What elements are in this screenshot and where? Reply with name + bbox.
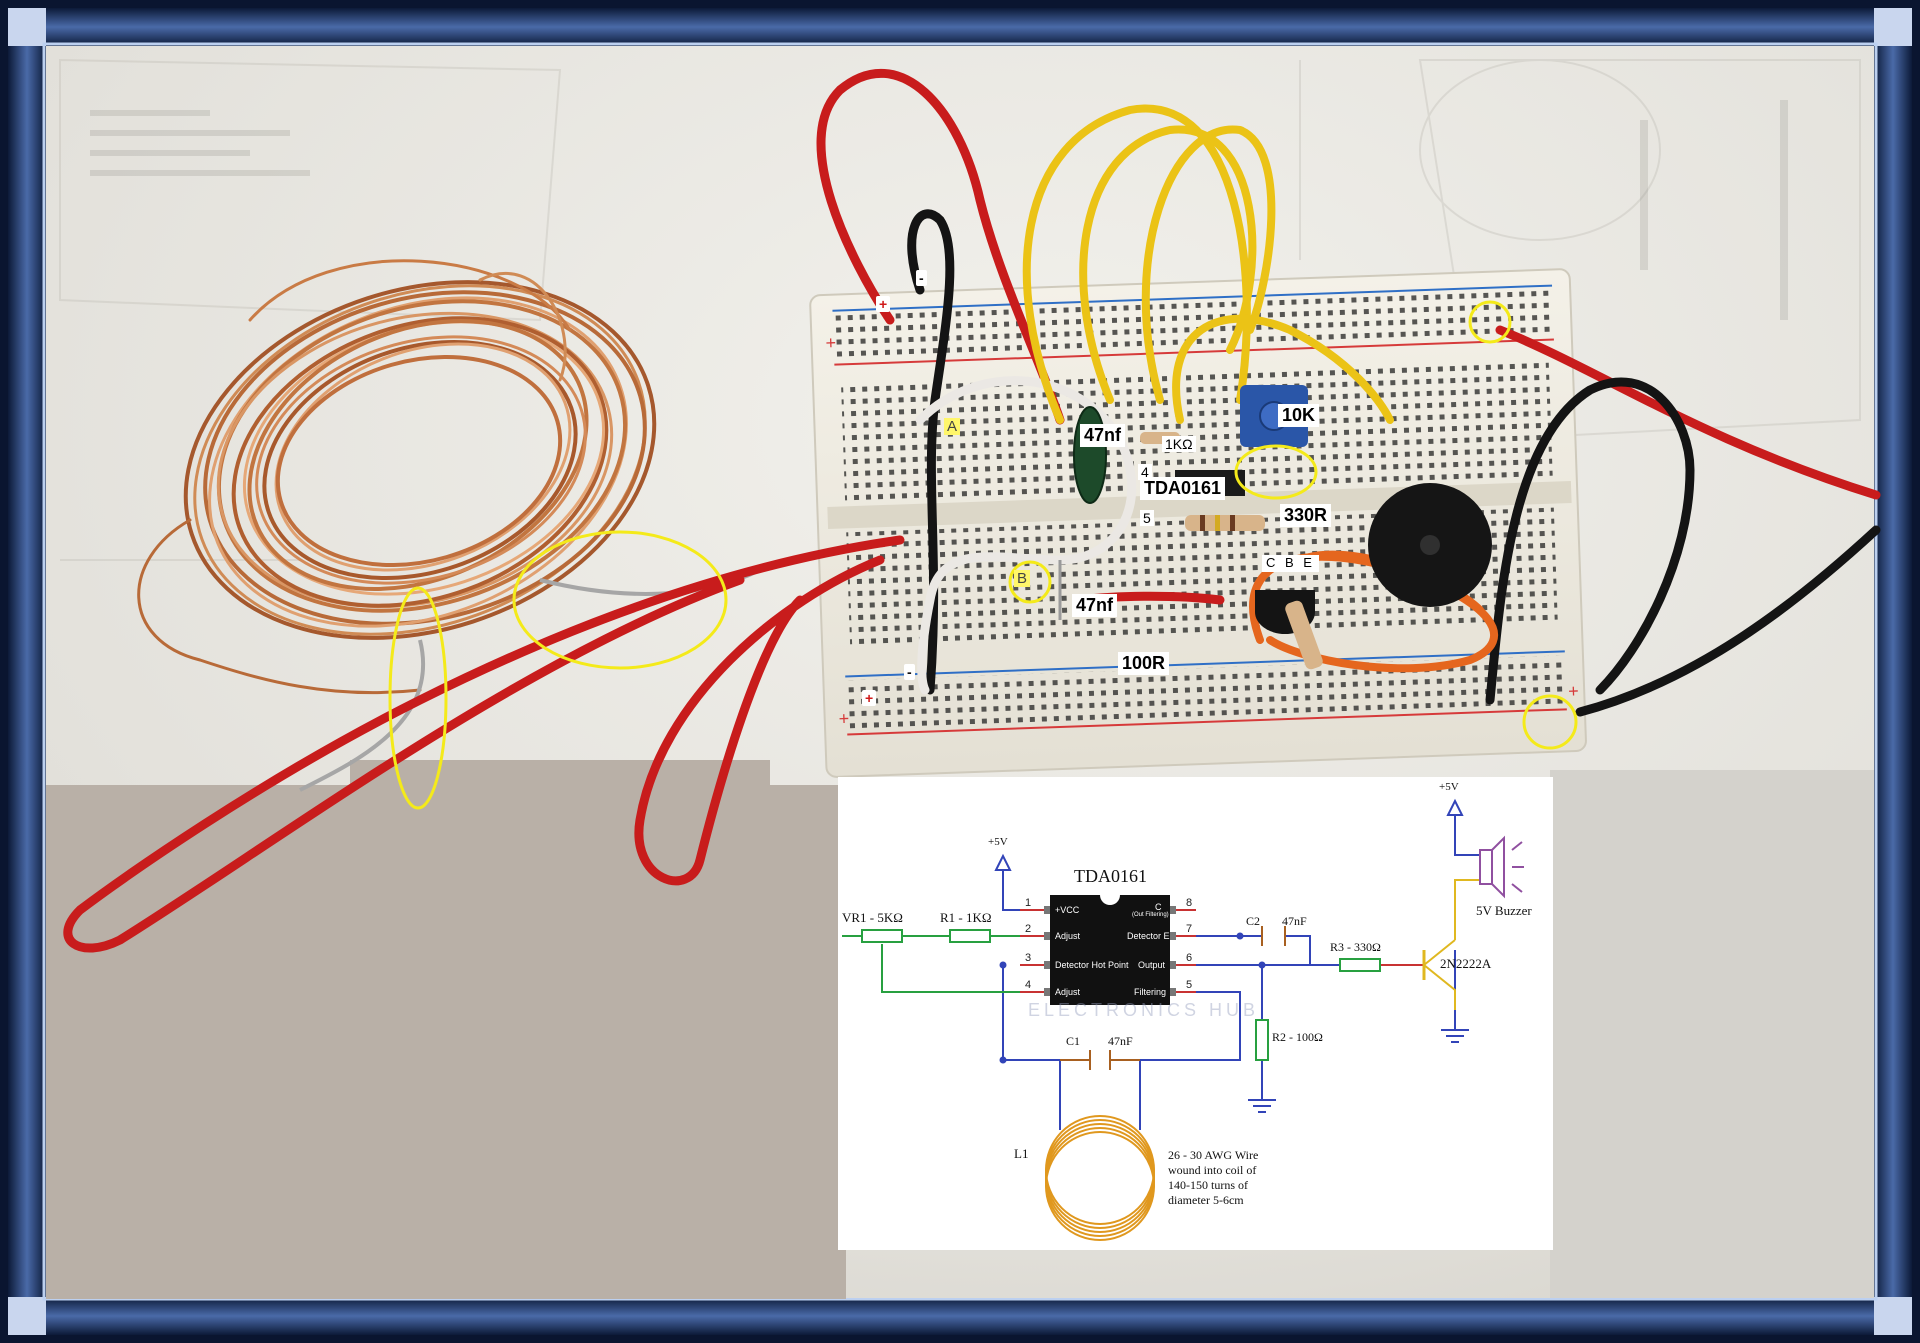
frame-corner-bl [8, 1297, 46, 1335]
faint-paper-text [90, 100, 1788, 320]
schematic-coil-note-3: 140-150 turns of [1168, 1178, 1248, 1192]
schematic-watermark: ELECTRONICS HUB [1028, 1000, 1260, 1020]
label-resistor-1k: 1KΩ [1162, 436, 1196, 453]
label-capacitor-bottom: 47nf [1072, 594, 1118, 617]
coil-symbol [1045, 1115, 1155, 1241]
grey-mask-right [1550, 770, 1874, 1298]
pin-number-5: 5 [1186, 979, 1193, 991]
label-plus-top: + [876, 296, 891, 313]
schematic-components [861, 798, 1524, 1070]
frame-bar-top [8, 8, 1912, 46]
pin-name-1: +VCC [1055, 905, 1080, 915]
c2-symbol [1261, 926, 1286, 946]
ic-pins [1044, 906, 1176, 996]
pin-name-7: Detector E [1127, 931, 1170, 941]
schematic-vr1-label: VR1 - 5KΩ [842, 910, 903, 925]
schematic-c2-label: C2 [1246, 914, 1261, 928]
black-wires [907, 209, 1881, 717]
frame-bar-bottom [8, 1297, 1912, 1335]
label-potentiometer-10k: 10K [1278, 404, 1320, 427]
schematic-panel [838, 777, 1553, 1250]
buzzer-symbol [1479, 849, 1493, 885]
frame-corner-tr [1874, 8, 1912, 46]
ic-pin-wires [1020, 909, 1196, 993]
schematic-r1-label: R1 - 1KΩ [940, 910, 992, 925]
pin-number-7: 7 [1186, 923, 1193, 935]
label-minus-top: - [916, 270, 927, 287]
supply-arrow-left [994, 853, 1012, 871]
svg-text:+: + [1568, 681, 1579, 701]
schematic-buzzer-label: 5V Buzzer [1476, 903, 1532, 918]
pin-name-6: Output [1138, 960, 1166, 970]
resistor-100-body [1285, 600, 1323, 670]
yellow-wires [1022, 104, 1394, 424]
svg-text:+: + [838, 708, 849, 728]
copper-coil [137, 259, 657, 695]
capacitor-top-body [1073, 406, 1107, 504]
frame-bar-right [1874, 8, 1912, 1335]
ic-body [1050, 895, 1170, 1005]
label-pin-4: 4 [1138, 464, 1152, 481]
schematic-coil-note-1: 26 - 30 AWG Wire [1168, 1148, 1259, 1162]
pin-number-4: 4 [1025, 979, 1032, 991]
vr1-symbol [861, 929, 903, 943]
white-wire [915, 376, 1137, 695]
schematic-supply-left: +5V [988, 836, 1008, 848]
r1-symbol [949, 929, 991, 943]
label-marker-b: B [1014, 570, 1031, 588]
pin-number-3: 3 [1025, 952, 1032, 964]
label-transistor-pins: C B E [1262, 555, 1319, 572]
label-minus-bottom: - [904, 664, 915, 681]
schematic-r2-label: R2 - 100Ω [1272, 1030, 1323, 1044]
label-pin-5: 5 [1140, 510, 1154, 527]
pin-subname-8: (Out Filtering) [1132, 912, 1169, 918]
svg-text:+: + [825, 333, 836, 353]
grey-mask-left [46, 785, 846, 1299]
pin-number-6: 6 [1186, 952, 1193, 964]
schematic-c1-value: 47nF [1108, 1034, 1133, 1048]
schematic-title: TDA0161 [1074, 866, 1147, 886]
pin-number-8: 8 [1186, 897, 1193, 909]
pin-name-5: Filtering [1134, 987, 1167, 997]
pin-number-1: 1 [1025, 897, 1032, 909]
highlight-rings [388, 300, 1578, 810]
schematic-transistor-label: 2N2222A [1440, 956, 1492, 971]
r2-symbol [1255, 1019, 1269, 1061]
pin-number-2: 2 [1025, 923, 1032, 935]
schematic-c1-label: C1 [1066, 1034, 1081, 1048]
pin-name-8: C [1155, 902, 1162, 912]
frame-bar-left [8, 8, 46, 1335]
components [1058, 385, 1492, 670]
resistor-330-body [1185, 515, 1265, 531]
schematic-coil-note-4: diameter 5-6cm [1168, 1193, 1244, 1207]
grey-mask-upper [350, 760, 770, 800]
label-plus-bottom: + [862, 690, 877, 707]
schematic-c2-value: 47nF [1282, 914, 1307, 928]
schematic-supply-right: +5V [1439, 781, 1459, 793]
frame-inner-border [42, 42, 1878, 1301]
frame-corner-br [1874, 1297, 1912, 1335]
label-resistor-330: 330R [1280, 504, 1332, 527]
label-chip-tda0161: TDA0161 [1140, 477, 1226, 500]
label-resistor-100: 100R [1118, 652, 1170, 675]
red-wires [63, 68, 1881, 953]
pin-name-3: Detector Hot Point [1055, 960, 1129, 970]
schematic-r3-label: R3 - 330Ω [1330, 940, 1381, 954]
pin-name-2: Adjust [1055, 931, 1081, 941]
frame-corner-tl [8, 8, 46, 46]
r3-symbol [1339, 958, 1381, 972]
supply-arrow-right [1446, 798, 1464, 816]
label-marker-a: A [944, 418, 961, 436]
schematic-coil-note-2: wound into coil of [1168, 1163, 1257, 1177]
pin-name-4: Adjust [1055, 987, 1081, 997]
label-capacitor-top: 47nf [1080, 424, 1126, 447]
junction-dots [999, 932, 1266, 1064]
schematic-l1-label: L1 [1014, 1146, 1029, 1161]
